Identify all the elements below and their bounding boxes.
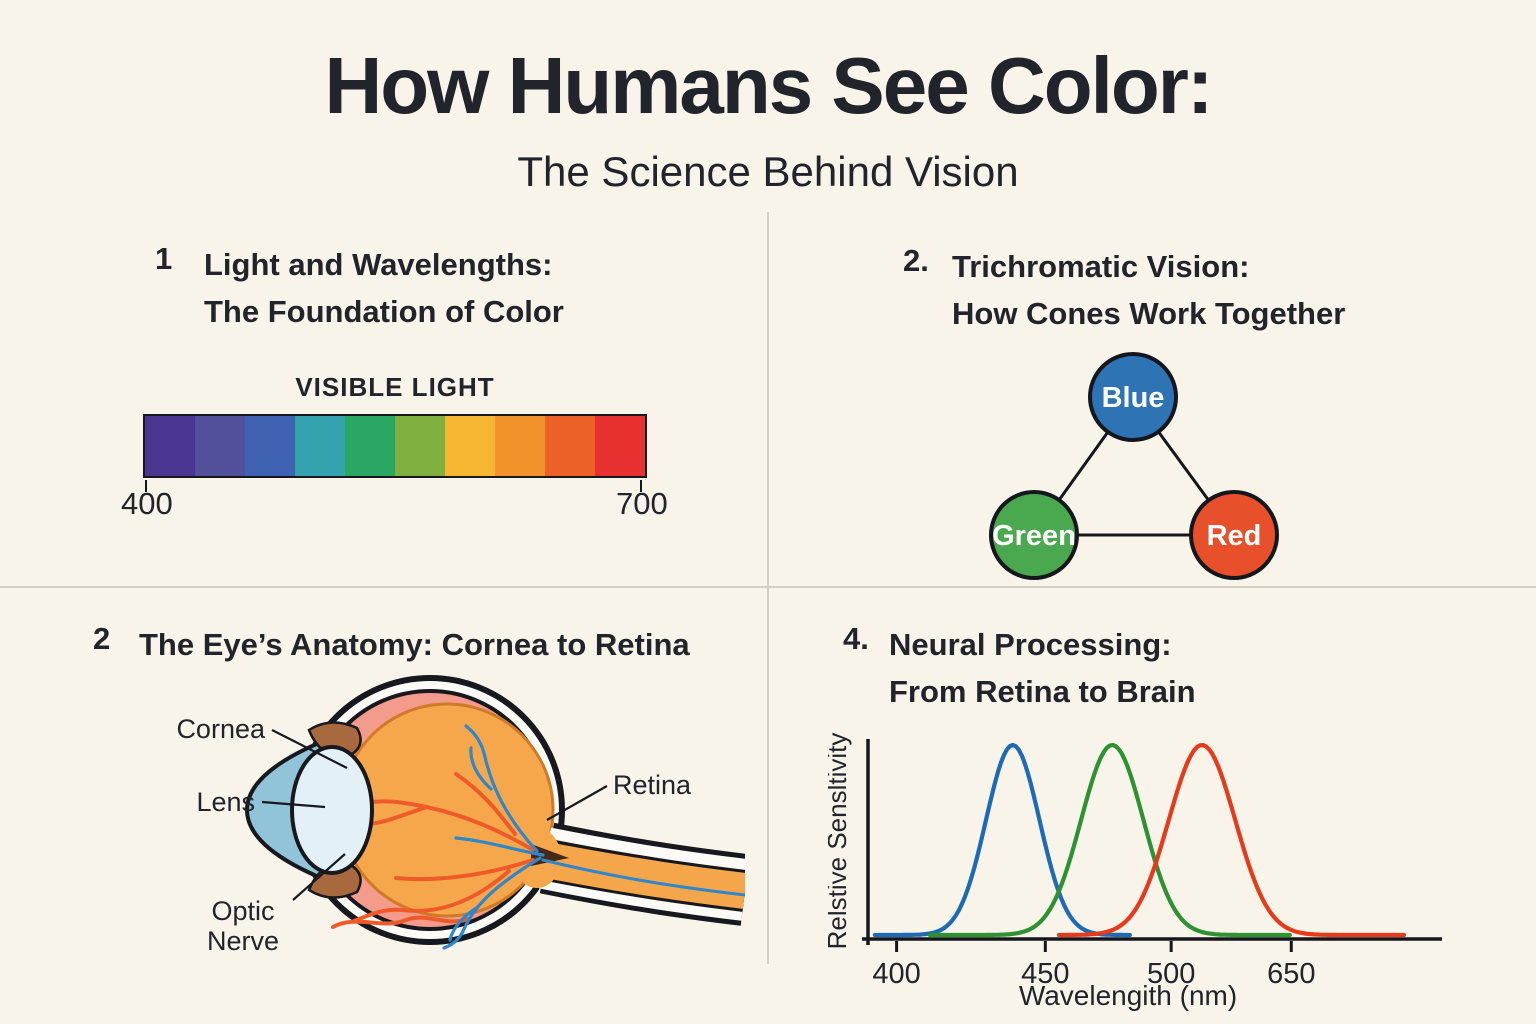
spectrum-title: VISIBLE LIGHT [295, 372, 495, 402]
cone-sensitivity-curve-1 [927, 742, 1292, 938]
spectrum-segment-5 [395, 416, 445, 476]
spectrum-max-label: 700 [616, 486, 668, 521]
spectrum-segment-3 [295, 416, 345, 476]
cone-label-green: Green [992, 520, 1076, 552]
pointer-lines [261, 729, 608, 901]
anterior-segment [245, 721, 374, 899]
cone-label-red: Red [1207, 520, 1262, 552]
pointer-cornea [271, 729, 348, 769]
eyeball [295, 675, 565, 945]
spectrum-segment-9 [595, 416, 645, 476]
pointer-retina [546, 785, 608, 821]
chart-y-axis-label: Relstive Sensltivity [828, 733, 852, 950]
label-cornea: Cornea [176, 714, 266, 744]
eye-labels: Cornea Lens Optic Nerve Retina [176, 714, 692, 956]
spectrum-tick-left [145, 480, 147, 492]
neural-chart: Relstive Sensltivity 400 450 500 650 Wavele… [828, 733, 1442, 1011]
cone-nodes [989, 352, 1279, 580]
section-neural-heading-line1: Neural Processing: [889, 627, 1172, 662]
spectrum-segment-6 [445, 416, 495, 476]
optic-disc [531, 844, 569, 866]
section-light-heading: Light and Wavelengths: The Foundation of… [204, 241, 564, 335]
section-neural-number: 4. [843, 621, 869, 656]
pointer-optic-nerve [292, 853, 346, 901]
section-light-heading-line2: The Foundation of Color [204, 294, 564, 329]
section-light-number: 1 [155, 241, 173, 276]
eye-diagram: Cornea Lens Optic Nerve Retina [176, 675, 745, 956]
cone-node-labels: Blue Green Red [992, 382, 1261, 552]
spectrum-segment-4 [345, 416, 395, 476]
cone-sensitivity-curve-2 [1056, 743, 1407, 938]
section-trichromatic-heading: Trichromatic Vision: How Cones Work Toge… [952, 243, 1345, 337]
optic-nerve-tube [537, 822, 745, 926]
section-trichromatic-number: 2. [903, 243, 929, 278]
label-lens: Lens [196, 787, 255, 817]
spectrum-segment-2 [245, 416, 295, 476]
cone-node-green [989, 490, 1079, 580]
spectrum-bar [143, 414, 647, 478]
chart-tick-label-500: 500 [1147, 958, 1195, 990]
section-trichromatic-heading-line1: Trichromatic Vision: [952, 249, 1250, 284]
section-trichromatic-heading-line2: How Cones Work Together [952, 296, 1346, 331]
spectrum-segment-0 [145, 416, 195, 476]
chart-tick-label-450: 450 [1021, 958, 1069, 990]
lens-shape [290, 745, 374, 875]
page-subtitle: The Science Behind Vision [517, 148, 1019, 195]
horizontal-divider [0, 586, 1536, 588]
nerve-core-orange [537, 841, 745, 909]
section-light-heading-line1: Light and Wavelengths: [204, 247, 553, 282]
chart-x-axis-label: Wavelengith (nm) [1019, 980, 1237, 1011]
spectrum-tick-right [640, 480, 642, 492]
section-anatomy-number: 2 [93, 621, 111, 656]
spectrum-segment-7 [495, 416, 545, 476]
retinal-vessels-blue [442, 724, 745, 950]
cone-sensitivity-curve-0 [872, 742, 1132, 938]
section-anatomy-heading: The Eye’s Anatomy: Cornea to Retina [139, 627, 690, 662]
spectrum-segment-1 [195, 416, 245, 476]
cone-label-blue: Blue [1102, 382, 1165, 414]
pointer-lens [261, 800, 326, 809]
section-neural-heading-line2: From Retina to Brain [889, 674, 1196, 709]
vertical-divider [767, 212, 769, 964]
page-title: How Humans See Color: [324, 41, 1213, 130]
spectrum-segment-8 [545, 416, 595, 476]
label-optic-nerve-line2: Nerve [207, 926, 279, 956]
cone-node-blue [1088, 352, 1178, 442]
label-retina: Retina [613, 770, 692, 800]
cone-node-red [1189, 490, 1279, 580]
label-optic-nerve-line1: Optic [211, 896, 274, 926]
chart-tick-label-400: 400 [872, 958, 920, 990]
section-neural-heading: Neural Processing: From Retina to Brain [889, 621, 1196, 715]
chart-dynamic: 400 450 500 650 [872, 742, 1407, 990]
spectrum-min-label: 400 [121, 486, 173, 521]
cone-triangle-diagram: Blue Green Red [989, 352, 1279, 580]
chart-tick-label-650: 650 [1267, 958, 1315, 990]
